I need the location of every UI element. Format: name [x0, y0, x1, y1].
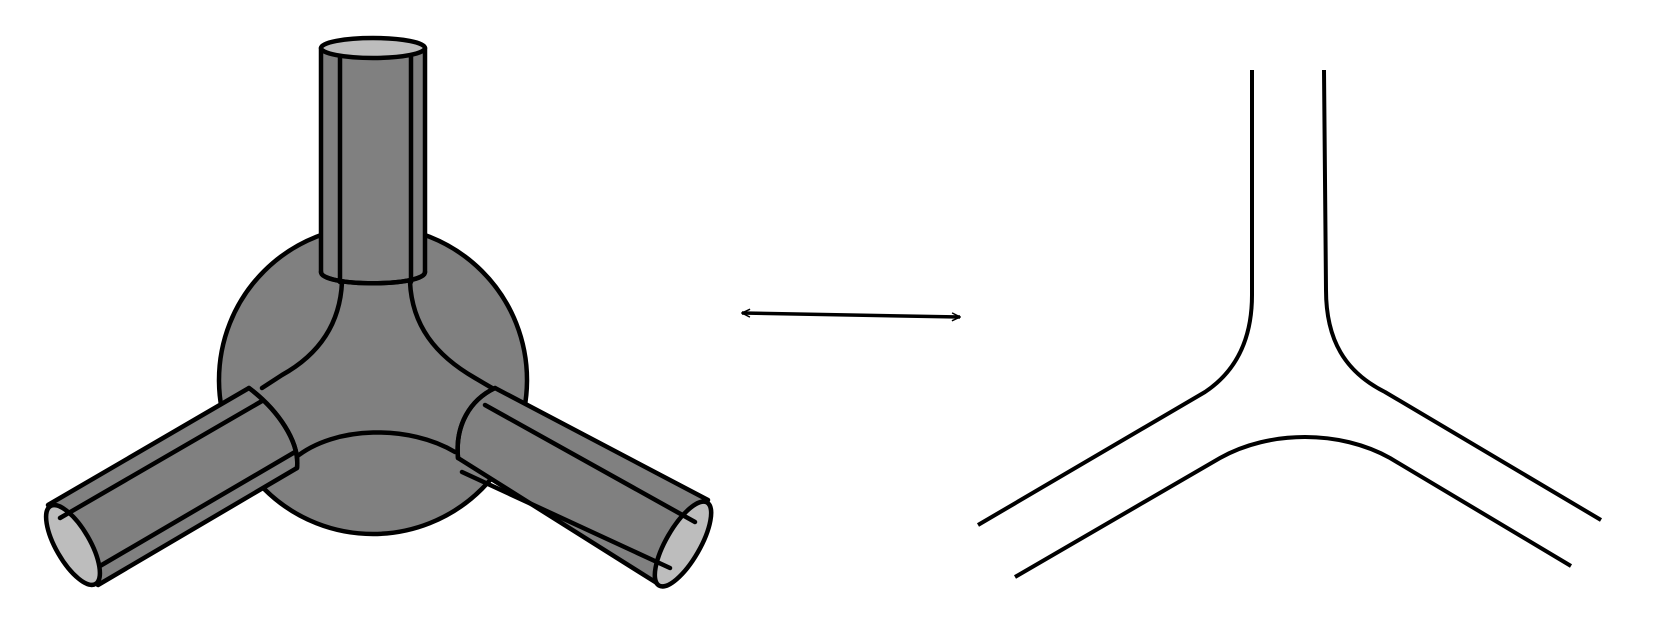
- seam-arc-bottom: [292, 430, 458, 461]
- left-tube-cap: [43, 502, 103, 588]
- y-outline-right-curve: [1322, 69, 1603, 522]
- top-tube-base-rim: [318, 269, 428, 286]
- top-tube: [318, 35, 428, 286]
- left-tube-highlight-lower: [97, 449, 298, 569]
- right-tube-highlight-lower: [459, 469, 673, 571]
- top-tube-cap: [318, 35, 428, 61]
- seam-arc-top-left: [259, 279, 345, 391]
- left-tube: [43, 385, 300, 588]
- left-tube-highlight-upper: [57, 398, 265, 521]
- double-headed-arrow: [742, 313, 960, 317]
- right-tube: [455, 385, 714, 589]
- left-tube-base-rim: [246, 385, 300, 471]
- y-junction-outline: [976, 69, 1603, 579]
- three-tube-junction: [43, 35, 714, 589]
- y-outline-left-curve: [976, 70, 1254, 527]
- right-tube-base-rim: [455, 385, 498, 461]
- y-outline-bottom-curve: [1013, 435, 1573, 579]
- seam-arc-top-right: [407, 279, 495, 391]
- right-tube-highlight-upper: [482, 402, 698, 525]
